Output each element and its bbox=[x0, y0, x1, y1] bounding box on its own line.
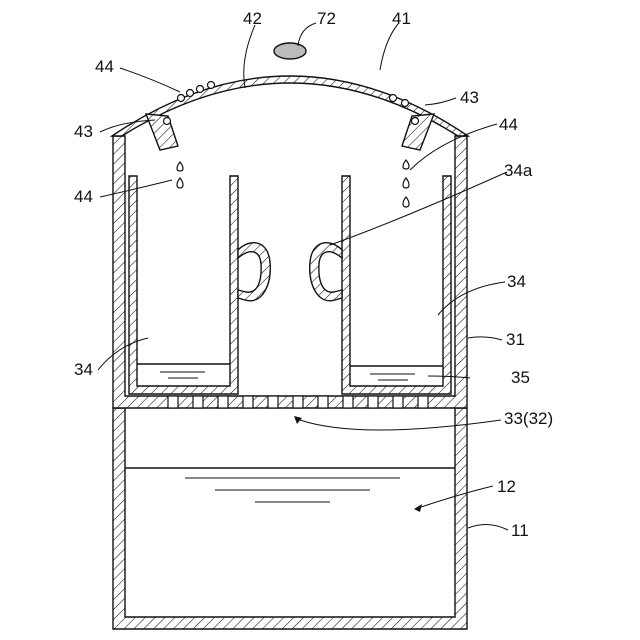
label-11: 11 bbox=[511, 521, 529, 540]
droplets bbox=[164, 82, 419, 208]
label-41: 41 bbox=[392, 9, 411, 28]
label-31: 31 bbox=[506, 330, 525, 349]
label-34a: 34a bbox=[504, 161, 533, 180]
right-cup bbox=[310, 176, 451, 394]
label-42: 42 bbox=[243, 9, 262, 28]
label-34-right: 34 bbox=[507, 272, 526, 291]
label-44-right: 44 bbox=[499, 115, 518, 134]
label-35: 35 bbox=[511, 368, 530, 387]
label-44-top: 44 bbox=[95, 57, 114, 76]
left-cup bbox=[129, 176, 270, 394]
label-72: 72 bbox=[317, 9, 336, 28]
left-nozzle bbox=[146, 114, 178, 150]
label-33-32: 33(32) bbox=[504, 409, 553, 428]
label-12: 12 bbox=[497, 477, 516, 496]
water-ripples bbox=[185, 478, 400, 502]
label-44-left: 44 bbox=[74, 187, 93, 206]
upper-housing bbox=[113, 136, 467, 408]
lower-tank bbox=[113, 408, 467, 629]
label-43-right: 43 bbox=[460, 88, 479, 107]
label-34-left: 34 bbox=[74, 360, 93, 379]
label-43-left: 43 bbox=[74, 122, 93, 141]
lid-knob bbox=[274, 43, 306, 59]
